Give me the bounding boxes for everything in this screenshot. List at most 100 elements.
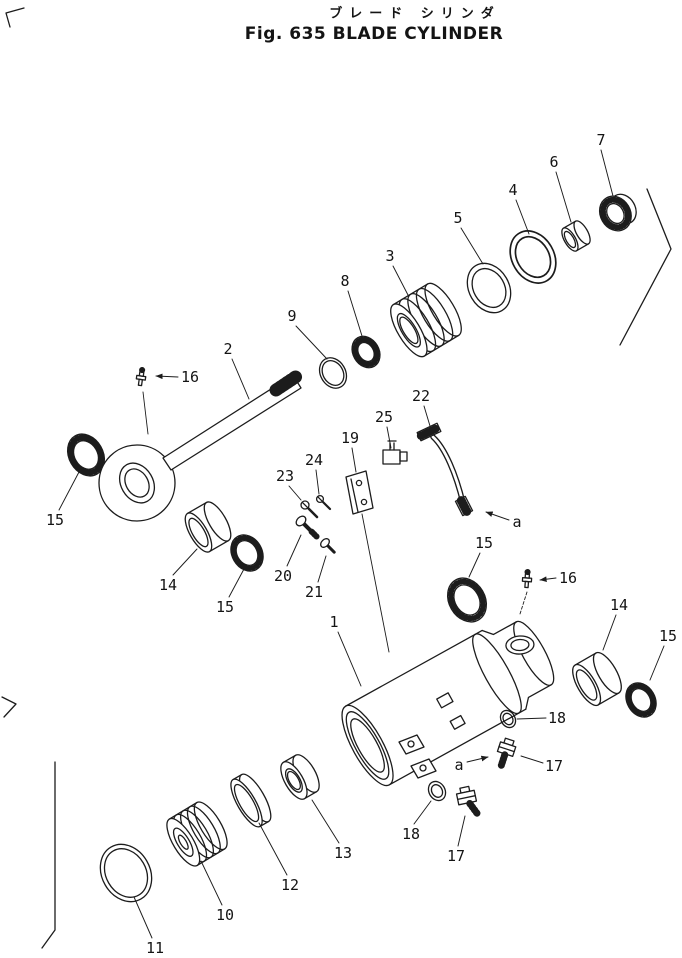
callout-leader-12 bbox=[258, 822, 288, 876]
callout-label-19: 19 bbox=[341, 429, 359, 447]
callout-label-15: 15 bbox=[46, 511, 64, 529]
callout-leader-4 bbox=[515, 199, 530, 235]
part-15-seal-center bbox=[446, 577, 488, 623]
part-5-o-ring bbox=[466, 262, 512, 314]
part-8-ring bbox=[351, 335, 381, 369]
callout-leader-6 bbox=[555, 171, 572, 223]
callout-label-14: 14 bbox=[610, 596, 628, 614]
callout-leader-22 bbox=[423, 405, 431, 427]
callout-leader-7 bbox=[600, 149, 614, 197]
callout-label-5: 5 bbox=[453, 209, 462, 227]
callout-leader-15 bbox=[228, 568, 245, 598]
callout-label-21: 21 bbox=[305, 583, 323, 601]
callout-leader-1 bbox=[337, 631, 362, 687]
callout-leader-2 bbox=[231, 358, 250, 400]
part-10-piston bbox=[166, 801, 228, 867]
part-9-snap-ring bbox=[318, 357, 348, 389]
part-12-wear-ring bbox=[230, 773, 272, 828]
callout-leader-10 bbox=[200, 860, 223, 906]
callout-leader-25 bbox=[386, 426, 392, 449]
part-6-bushing bbox=[561, 220, 591, 252]
part-19-bracket bbox=[345, 470, 390, 653]
figure-title: Fig. 635 BLADE CYLINDER bbox=[245, 24, 503, 44]
callout-label-9: 9 bbox=[287, 307, 296, 325]
part-13-nut bbox=[280, 754, 320, 800]
callout-label-20: 20 bbox=[274, 567, 292, 585]
callout-leader-21 bbox=[317, 555, 327, 583]
callout-leader-15 bbox=[649, 645, 665, 681]
callout-label-12: 12 bbox=[281, 876, 299, 894]
callout-label-1: 1 bbox=[329, 613, 338, 631]
part-21-bolt bbox=[320, 538, 336, 554]
callout-label-15: 15 bbox=[216, 598, 234, 616]
callout-leader-8 bbox=[347, 290, 363, 337]
callout-label-18: 18 bbox=[402, 825, 420, 843]
callout-leader-13 bbox=[311, 799, 340, 844]
callout-label-8: 8 bbox=[340, 272, 349, 290]
frame-marks bbox=[1, 7, 672, 949]
part-15-seal-midleft bbox=[230, 534, 264, 572]
page-title-japanese: ブレード シリンダ bbox=[329, 6, 501, 22]
callout-label-15: 15 bbox=[659, 627, 677, 645]
callout-label-3: 3 bbox=[385, 247, 394, 265]
callout-label-13: 13 bbox=[334, 844, 352, 862]
callout-leader-14 bbox=[172, 548, 198, 576]
part-15-seal-left bbox=[66, 433, 106, 477]
callout-label-18: 18 bbox=[548, 709, 566, 727]
callout-leader-16 bbox=[539, 576, 557, 583]
callout-leader-14 bbox=[602, 614, 617, 651]
part-17-fitting-upper bbox=[496, 737, 517, 769]
callout-leader-20 bbox=[286, 534, 302, 567]
callout-label-17: 17 bbox=[545, 757, 563, 775]
callout-leader-18 bbox=[516, 717, 547, 720]
part-24-screw bbox=[315, 494, 332, 511]
callout-leader-17 bbox=[520, 755, 544, 764]
part-14-bushing-left bbox=[184, 501, 232, 553]
callout-label-2: 2 bbox=[223, 340, 232, 358]
callout-leader-24 bbox=[315, 469, 320, 495]
part-20-bolt bbox=[295, 515, 320, 540]
callout-leader-9 bbox=[295, 325, 328, 360]
callout-label-16: 16 bbox=[559, 569, 577, 587]
part-25-valve bbox=[382, 440, 408, 465]
callout-leader-15 bbox=[58, 471, 80, 511]
part-18-o-ring-upper bbox=[499, 709, 517, 729]
part-4-o-ring bbox=[509, 230, 557, 284]
callout-label-25: 25 bbox=[375, 408, 393, 426]
callout-leader-18 bbox=[413, 800, 432, 825]
part-2-piston-rod bbox=[98, 367, 304, 522]
callout-label-4: 4 bbox=[508, 181, 517, 199]
part-11-ring bbox=[99, 843, 153, 903]
part-7-threaded-ring bbox=[598, 193, 637, 232]
callout-label-7: 7 bbox=[596, 131, 605, 149]
callout-leader-3 bbox=[392, 265, 409, 296]
callout-leader-a bbox=[485, 511, 510, 521]
callout-leader-19 bbox=[351, 447, 357, 473]
callout-leader-a bbox=[466, 755, 489, 763]
part-17-fitting-lower bbox=[455, 785, 481, 817]
callout-leader-11 bbox=[133, 896, 153, 939]
callout-label-a: a bbox=[454, 756, 463, 774]
callout-label-17: 17 bbox=[447, 847, 465, 865]
part-23-screw bbox=[300, 500, 319, 519]
callout-leader-23 bbox=[288, 485, 302, 501]
callout-leader-15 bbox=[468, 552, 481, 578]
callout-label-23: 23 bbox=[276, 467, 294, 485]
callout-label-14: 14 bbox=[159, 576, 177, 594]
callout-label-24: 24 bbox=[305, 451, 323, 469]
callout-leader-16 bbox=[155, 373, 179, 380]
part-14-bushing-right bbox=[572, 651, 622, 707]
callout-label-22: 22 bbox=[412, 387, 430, 405]
part-22-pipe bbox=[416, 422, 474, 517]
part-15-seal-right bbox=[625, 682, 657, 718]
part-16-grease-fitting-right bbox=[519, 568, 533, 615]
callout-leader-17 bbox=[457, 815, 466, 847]
callouts-layer: 764538921615141519252223242021a151611415… bbox=[46, 131, 677, 957]
part-18-o-ring-lower bbox=[427, 780, 447, 802]
callout-label-6: 6 bbox=[549, 153, 558, 171]
callout-label-10: 10 bbox=[216, 906, 234, 924]
callout-label-16: 16 bbox=[181, 368, 199, 386]
part-1-cylinder-tube bbox=[341, 620, 555, 787]
